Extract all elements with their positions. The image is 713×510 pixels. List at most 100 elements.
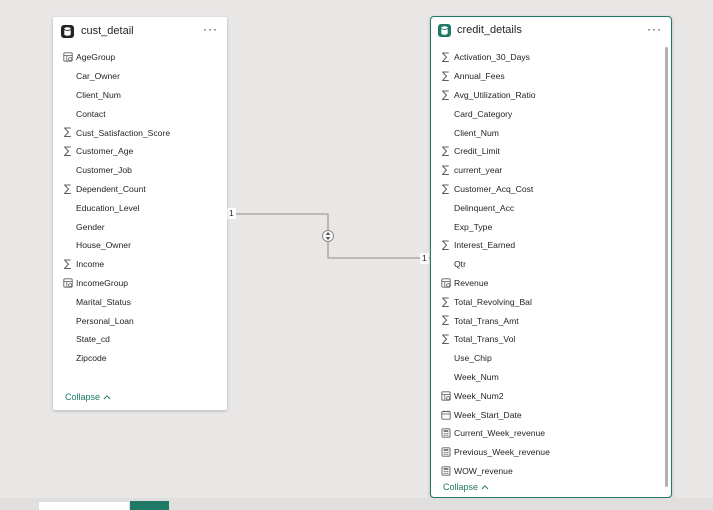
field-row[interactable]: State_cd [53, 330, 227, 349]
field-row[interactable]: Zipcode [53, 349, 227, 368]
table-card-header[interactable]: credit_details ··· [431, 17, 671, 47]
bidirectional-filter-icon [322, 230, 334, 242]
sigma-icon: ∑ [63, 145, 72, 158]
field-row[interactable]: IncomeGroup [53, 274, 227, 293]
field-row[interactable]: Week_Num [431, 368, 671, 387]
field-name: Contact [76, 108, 106, 119]
field-name: Total_Trans_Amt [454, 315, 519, 326]
field-row[interactable]: Customer_Job [53, 161, 227, 180]
field-row[interactable]: Client_Num [53, 86, 227, 105]
page-tab-bar [0, 498, 713, 510]
field-row[interactable]: Week_Start_Date [431, 405, 671, 424]
field-row[interactable]: ∑Activation_30_Days [431, 48, 671, 67]
field-row[interactable]: ∑current_year [431, 161, 671, 180]
sigma-icon: ∑ [441, 314, 450, 327]
field-name: Income [76, 259, 105, 270]
field-name: Gender [76, 221, 105, 232]
field-row[interactable]: Client_Num [431, 123, 671, 142]
field-name: Week_Num2 [454, 390, 504, 401]
field-name: Avg_Utilization_Ratio [454, 89, 536, 100]
field-row[interactable]: ∑Interest_Earned [431, 236, 671, 255]
field-row[interactable]: Car_Owner [53, 67, 227, 86]
table-title: cust_detail [81, 25, 134, 37]
collapse-button[interactable]: Collapse [65, 392, 111, 402]
sigma-icon: ∑ [441, 163, 450, 176]
field-row[interactable]: Delinquent_Acc [431, 198, 671, 217]
field-row[interactable]: AgeGroup [53, 48, 227, 67]
more-options-icon[interactable]: ··· [647, 22, 662, 36]
field-name: WOW_revenue [454, 465, 513, 476]
field-row[interactable]: Exp_Type [431, 217, 671, 236]
field-row[interactable]: ∑ Total_Trans_Amt [431, 311, 671, 330]
field-name: Qtr [454, 259, 466, 270]
field-row[interactable]: Personal_Loan [53, 311, 227, 330]
field-row[interactable]: ∑Cust_Satisfaction_Score [53, 123, 227, 142]
field-row[interactable]: House_Owner [53, 236, 227, 255]
sigma-icon: ∑ [441, 333, 450, 346]
field-name: Week_Start_Date [454, 409, 522, 420]
sigma-icon: ∑ [63, 126, 72, 139]
field-row[interactable]: Use_Chip [431, 349, 671, 368]
field-row[interactable]: ∑ Income [53, 255, 227, 274]
field-row[interactable]: Marital_Status [53, 292, 227, 311]
field-row[interactable]: ∑ Total_Revolving_Bal [431, 292, 671, 311]
collapse-label: Collapse [443, 482, 479, 492]
field-name: AgeGroup [76, 52, 116, 63]
field-row[interactable]: Education_Level [53, 198, 227, 217]
field-row[interactable]: ∑ Annual_Fees [431, 67, 671, 86]
field-row[interactable]: Qtr [431, 255, 671, 274]
cardinality-label-one-left: 1 [227, 208, 236, 219]
field-name: State_cd [76, 334, 110, 345]
field-row[interactable]: Contact [53, 104, 227, 123]
field-row[interactable]: Revenue [431, 274, 671, 293]
table-card-header[interactable]: cust_detail ··· [53, 17, 227, 47]
measure-icon [440, 428, 451, 439]
field-name: Zipcode [76, 353, 107, 364]
page-tab-active[interactable] [130, 501, 169, 510]
field-row[interactable]: ∑ Total_Trans_Vol [431, 330, 671, 349]
collapse-label: Collapse [65, 392, 101, 402]
sigma-icon: ∑ [441, 145, 450, 158]
vertical-scrollbar[interactable] [665, 47, 668, 487]
field-name: Use_Chip [454, 353, 492, 364]
field-name: Client_Num [76, 89, 121, 100]
field-name: Customer_Age [76, 146, 134, 157]
field-name: Activation_30_Days [454, 52, 530, 63]
table-card-credit-details[interactable]: credit_details ··· ∑Activation_30_Days∑A… [430, 16, 672, 498]
field-name: Annual_Fees [454, 71, 505, 82]
field-name: Personal_Loan [76, 315, 134, 326]
sigma-icon: ∑ [63, 182, 72, 195]
page-tab[interactable] [39, 502, 129, 510]
calculated-column-icon [62, 277, 73, 288]
field-row[interactable]: ∑Credit_Limit [431, 142, 671, 161]
field-row[interactable]: ∑Dependent_Count [53, 180, 227, 199]
table-icon [438, 24, 451, 37]
field-row[interactable]: ∑ Avg_Utilization_Ratio [431, 86, 671, 105]
field-name: Total_Revolving_Bal [454, 296, 532, 307]
field-row[interactable]: Card_Category [431, 104, 671, 123]
collapse-button[interactable]: Collapse [443, 482, 489, 492]
table-icon [61, 25, 74, 38]
sigma-icon: ∑ [441, 88, 450, 101]
field-name: Total_Trans_Vol [454, 334, 516, 345]
field-row[interactable]: WOW_revenue [431, 462, 671, 481]
field-row[interactable]: Previous_Week_revenue [431, 443, 671, 462]
field-name: House_Owner [76, 240, 131, 251]
field-row[interactable]: ∑Customer_Acq_Cost [431, 180, 671, 199]
field-name: Client_Num [454, 127, 499, 138]
field-row[interactable]: Gender [53, 217, 227, 236]
chevron-up-icon [103, 395, 111, 400]
sigma-icon: ∑ [441, 295, 450, 308]
sigma-icon: ∑ [441, 69, 450, 82]
more-options-icon[interactable]: ··· [203, 22, 218, 36]
date-icon [440, 409, 451, 420]
field-name: Delinquent_Acc [454, 202, 515, 213]
field-row[interactable]: Week_Num2 [431, 386, 671, 405]
field-row[interactable]: ∑ Customer_Age [53, 142, 227, 161]
field-row[interactable]: Current_Week_revenue [431, 424, 671, 443]
sigma-icon: ∑ [63, 257, 72, 270]
field-name: Marital_Status [76, 296, 131, 307]
field-name: Education_Level [76, 202, 140, 213]
